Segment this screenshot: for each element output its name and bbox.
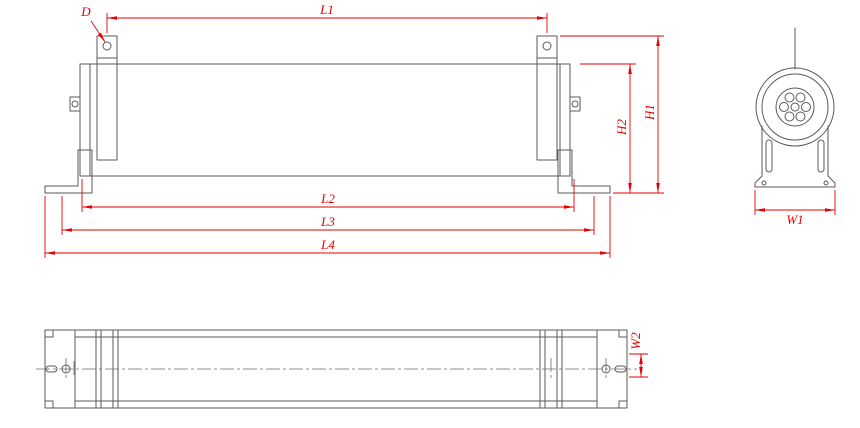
dim-label-h1: H1: [642, 104, 657, 121]
bottom-view-centerlines: [36, 358, 637, 380]
side-view: [754, 27, 836, 188]
dim-label-w2: W2: [628, 332, 643, 350]
dim-label-l2: L2: [320, 191, 335, 206]
dim-label-w1: W1: [786, 212, 803, 227]
dim-label-l4: L4: [320, 237, 335, 252]
dim-label-h2: H2: [614, 119, 629, 136]
bottom-view-dimensions: [629, 353, 648, 378]
dim-label-l3: L3: [320, 214, 335, 229]
side-view-dimensions: [754, 190, 836, 215]
front-view: [44, 35, 611, 194]
dim-label-l1: L1: [319, 2, 334, 17]
dim-label-hole-d: D: [80, 4, 91, 19]
front-view-dimensions: [44, 13, 664, 258]
